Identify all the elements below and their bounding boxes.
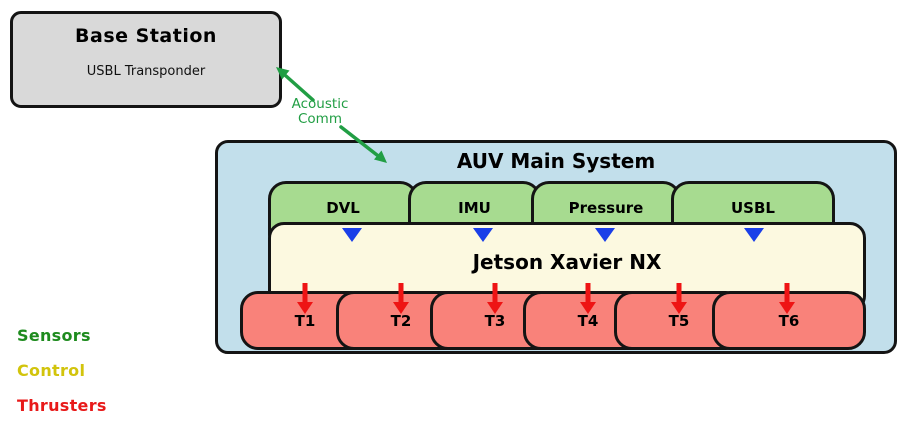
sensor-data-triangle-icon (595, 228, 615, 242)
sensor-data-triangle-icon (744, 228, 764, 242)
legend-item-sensors: Sensors (17, 326, 91, 345)
thruster-label-t6: T6 (778, 311, 800, 330)
acoustic-comm-label-line1: Acoustic (291, 96, 349, 112)
base-station-subtitle: USBL Transponder (86, 64, 206, 79)
legend-item-thrusters: Thrusters (17, 396, 107, 415)
thruster-label-t4: T4 (577, 311, 599, 330)
thruster-label-t5: T5 (668, 311, 690, 330)
legend-item-control: Control (17, 361, 86, 380)
sensor-label-usbl: USBL (731, 199, 775, 217)
acoustic-comm-label: Acoustic Comm (269, 97, 371, 127)
thruster-label-t2: T2 (390, 311, 412, 330)
sensor-label-pressure: Pressure (568, 199, 644, 217)
thruster-label-t1: T1 (294, 311, 316, 330)
thruster-label-t3: T3 (484, 311, 506, 330)
sensor-label-imu: IMU (458, 199, 491, 217)
sensor-data-triangle-icon (342, 228, 362, 242)
thruster-box-t6: T6 (712, 291, 866, 350)
auv-main-system-title: AUV Main System (456, 149, 656, 173)
base-station-title: Base Station (75, 25, 217, 47)
sensor-label-dvl: DVL (326, 199, 360, 217)
controller-label: Jetson Xavier NX (472, 250, 662, 274)
acoustic-comm-label-line2: Comm (298, 111, 342, 127)
sensor-data-triangle-icon (473, 228, 493, 242)
base-station-box: Base Station USBL Transponder (10, 11, 282, 108)
